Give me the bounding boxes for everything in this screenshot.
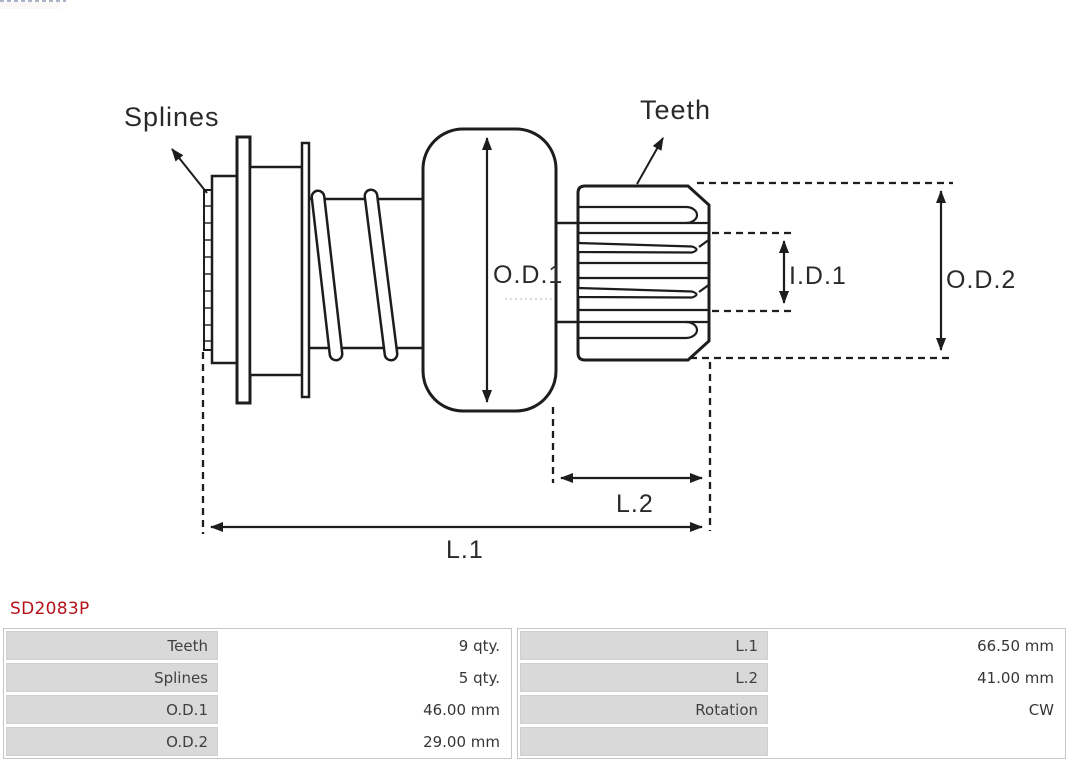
spec-label: Splines xyxy=(6,663,218,692)
watermark-dashes xyxy=(0,0,66,2)
spec-label xyxy=(520,727,768,756)
spec-label: Rotation xyxy=(520,695,768,724)
spec-value: CW xyxy=(771,695,1063,724)
spring-coil xyxy=(310,188,399,362)
spec-table-left: Teeth 9 qty. Splines 5 qty. O.D.1 46.00 … xyxy=(3,628,512,759)
hub-cylinder xyxy=(248,165,304,377)
splines-label: Splines xyxy=(124,102,220,132)
spec-value: 41.00 mm xyxy=(771,663,1063,692)
od2-label: O.D.2 xyxy=(946,266,1016,294)
part-number: SD2083P xyxy=(10,599,90,619)
table-row: Splines 5 qty. xyxy=(6,663,509,692)
projection-lines xyxy=(201,181,953,534)
spec-value: 29.00 mm xyxy=(221,727,509,756)
table-row: L.2 41.00 mm xyxy=(520,663,1063,692)
spec-value: 66.50 mm xyxy=(771,631,1063,660)
spec-value xyxy=(771,727,1063,756)
spec-label: O.D.1 xyxy=(6,695,218,724)
table-row xyxy=(520,727,1063,756)
table-row: Rotation CW xyxy=(520,695,1063,724)
spec-label: Teeth xyxy=(6,631,218,660)
pinion-gear xyxy=(576,184,711,362)
shaft-neck xyxy=(556,221,578,324)
flange-disc xyxy=(235,135,252,405)
spec-value: 46.00 mm xyxy=(221,695,509,724)
flange-disc-2 xyxy=(300,141,311,399)
watermark-ghost xyxy=(0,2,60,9)
l2-label: L.2 xyxy=(616,490,654,518)
teeth-leader-arrow xyxy=(636,137,664,185)
spec-label: L.1 xyxy=(520,631,768,660)
table-row: L.1 66.50 mm xyxy=(520,631,1063,660)
table-row: Teeth 9 qty. xyxy=(6,631,509,660)
splines-leader-arrow xyxy=(171,148,208,194)
starter-drive-diagram: Splines Teeth O.D.1 I.D.1 O.D.2 L.2 L.1 xyxy=(124,95,1016,564)
spec-value: 5 qty. xyxy=(221,663,509,692)
spec-value: 9 qty. xyxy=(221,631,509,660)
table-row: O.D.1 46.00 mm xyxy=(6,695,509,724)
l1-label: L.1 xyxy=(446,536,484,564)
teeth-label: Teeth xyxy=(640,95,711,125)
spec-table-right: L.1 66.50 mm L.2 41.00 mm Rotation CW xyxy=(517,628,1066,759)
id1-label: I.D.1 xyxy=(789,262,847,290)
stop-collar xyxy=(210,174,239,365)
spec-label: O.D.2 xyxy=(6,727,218,756)
od1-label: O.D.1 xyxy=(493,261,563,289)
spec-label: L.2 xyxy=(520,663,768,692)
table-row: O.D.2 29.00 mm xyxy=(6,727,509,756)
cropped-watermark xyxy=(0,0,66,10)
